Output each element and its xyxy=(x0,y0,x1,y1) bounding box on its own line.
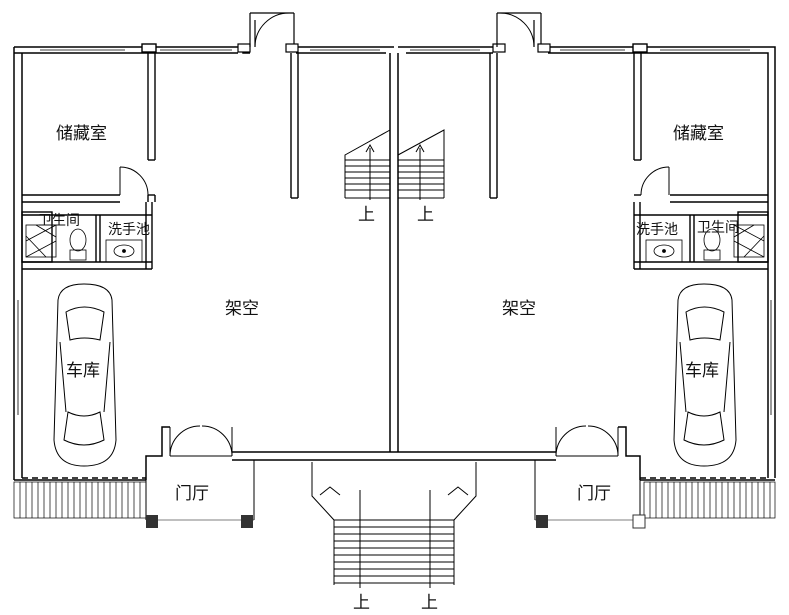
foyer-right-outline xyxy=(534,456,641,521)
column xyxy=(536,515,548,528)
label-foyer-right: 门厅 xyxy=(577,484,611,504)
right-inner-walls xyxy=(489,43,772,415)
label-storage-left: 储藏室 xyxy=(56,124,107,144)
label-bathroom-right: 卫生间 xyxy=(697,220,739,236)
label-stair-up-entry-right: 上 xyxy=(421,593,438,613)
column xyxy=(632,514,646,529)
label-bathroom-left: 卫生间 xyxy=(38,213,80,229)
label-stair-up-inner-left: 上 xyxy=(358,205,375,225)
label-stair-up-entry-left: 上 xyxy=(353,593,370,613)
outer-walls xyxy=(13,46,776,481)
column xyxy=(146,515,158,528)
label-foyer-left: 门厅 xyxy=(175,484,209,504)
washbasin-right-fixture xyxy=(645,239,683,263)
label-stair-up-inner-right: 上 xyxy=(417,205,434,225)
label-washbasin-left: 洗手池 xyxy=(108,222,150,238)
toilet-left xyxy=(69,228,87,261)
inner-stair-left xyxy=(344,129,391,200)
label-garage-left: 车库 xyxy=(66,361,100,381)
garage-steps-right xyxy=(643,481,776,519)
columns xyxy=(146,514,646,529)
foyer-door-left xyxy=(169,425,233,457)
label-open-space-right: 架空 xyxy=(502,299,536,319)
car-left xyxy=(53,283,117,467)
label-storage-right: 储藏室 xyxy=(673,124,724,144)
label-open-space-left: 架空 xyxy=(225,299,259,319)
entry-stairs xyxy=(311,462,477,588)
label-garage-right: 车库 xyxy=(685,361,719,381)
left-inner-walls xyxy=(17,43,299,415)
toilet-right xyxy=(703,228,721,261)
label-washbasin-right: 洗手池 xyxy=(636,222,678,238)
door-top-right xyxy=(492,12,551,53)
foyer-door-right xyxy=(555,425,619,457)
shower-left xyxy=(25,224,57,258)
inner-stair-right xyxy=(397,129,445,200)
column xyxy=(241,515,253,528)
shower-right xyxy=(733,224,765,258)
car-right xyxy=(673,283,737,467)
garage-steps-left xyxy=(13,481,147,519)
door-top-left xyxy=(237,12,299,53)
washbasin-left-fixture xyxy=(105,239,143,263)
